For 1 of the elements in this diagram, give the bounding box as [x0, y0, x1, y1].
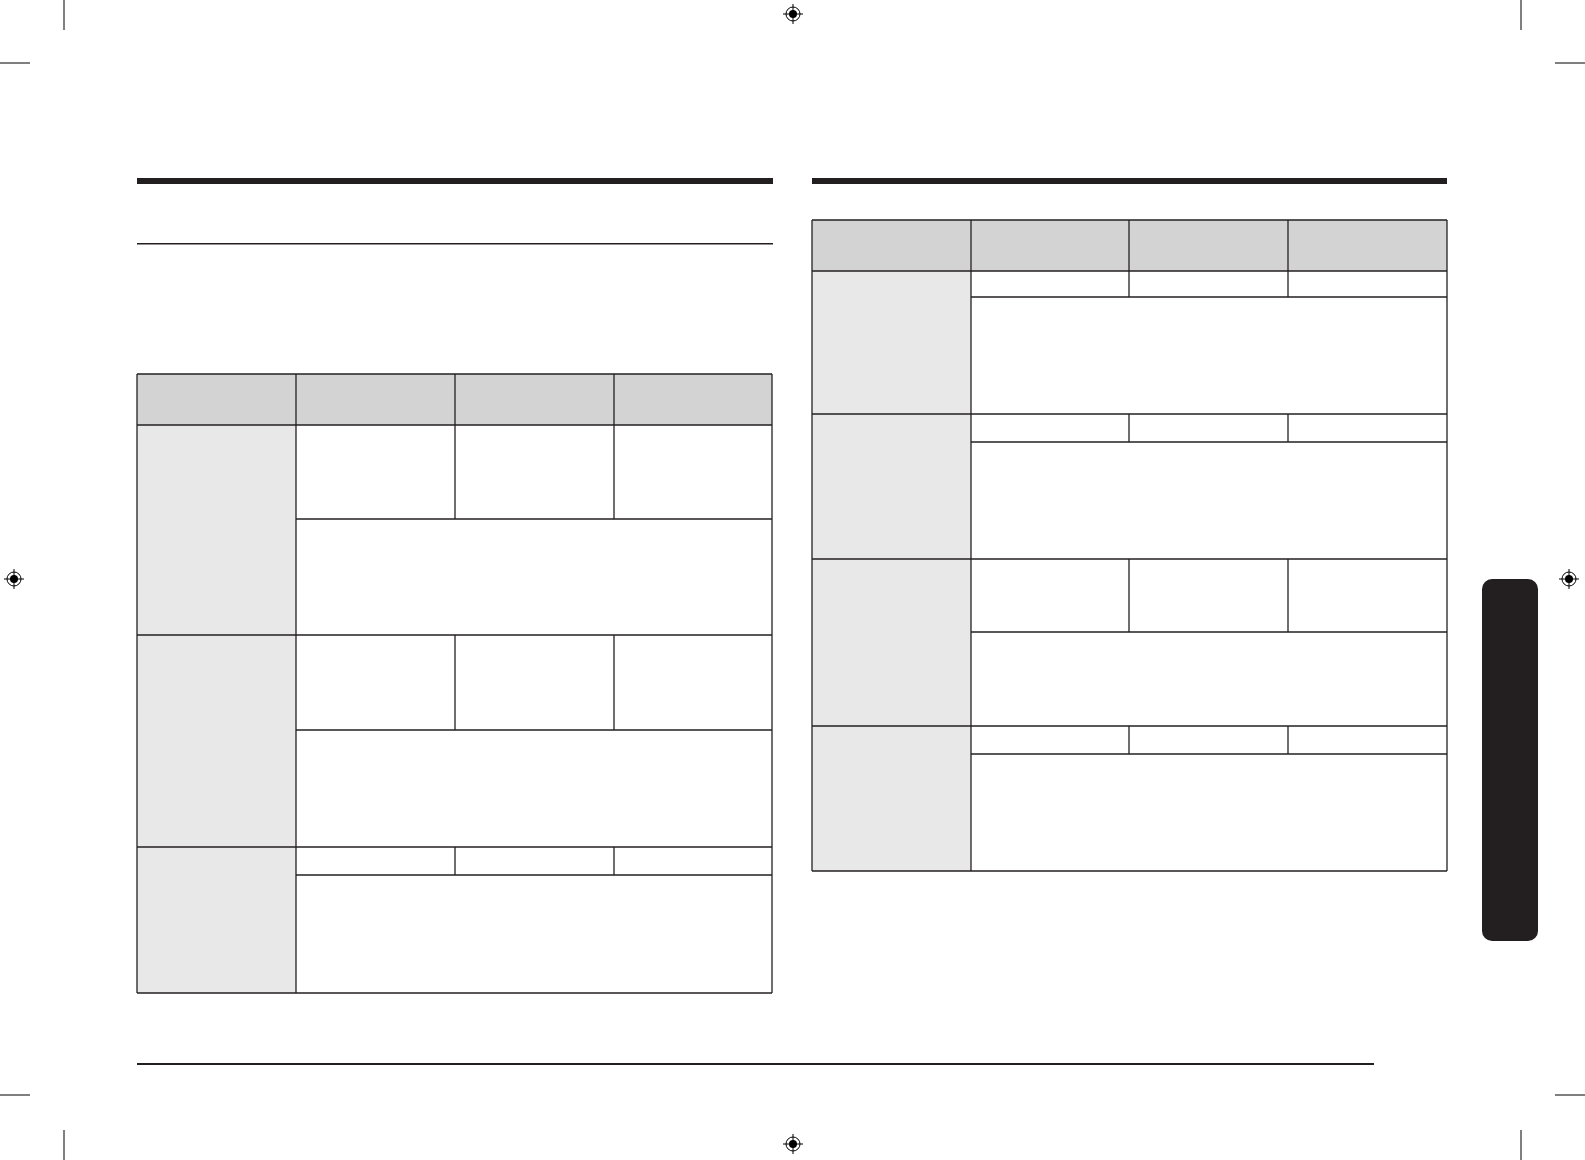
- side-tab: [1482, 579, 1538, 941]
